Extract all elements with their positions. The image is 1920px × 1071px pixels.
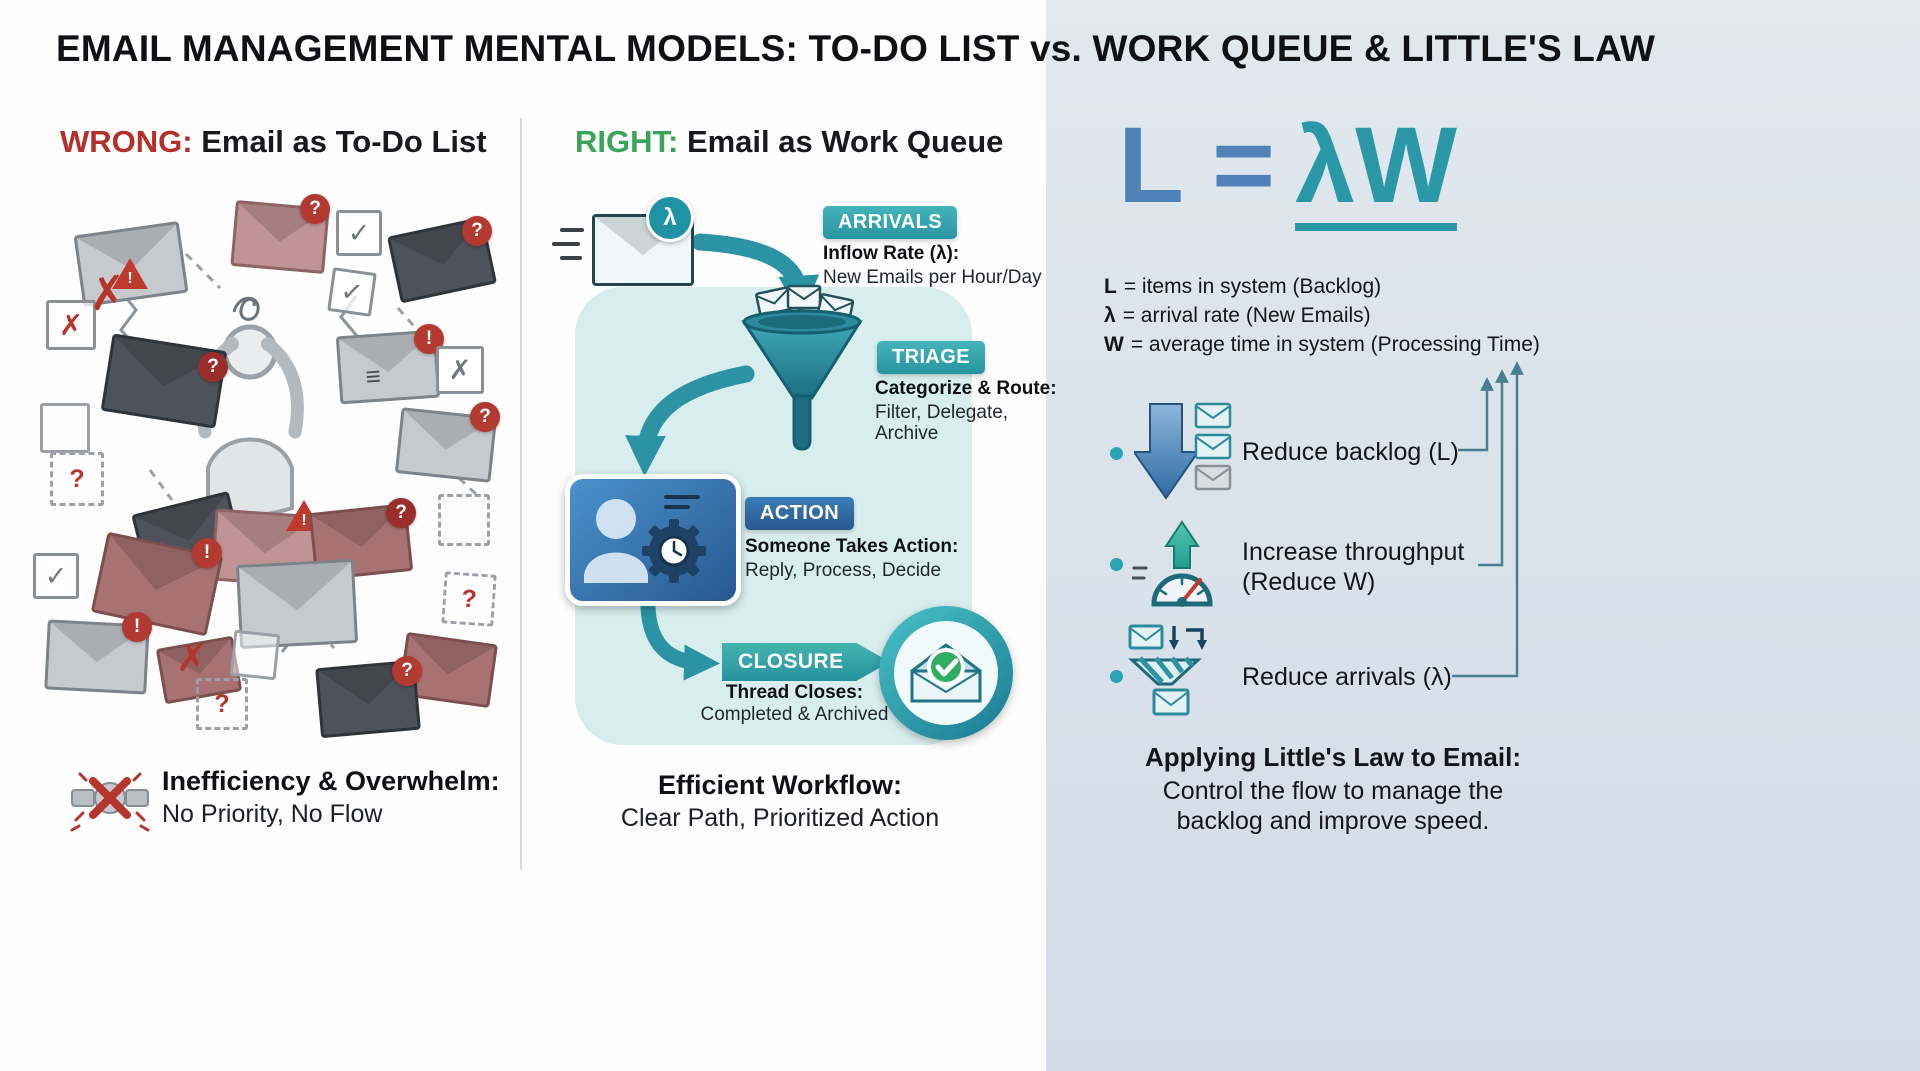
left-heading-highlight: WRONG: [60,124,193,159]
checkbox-checked-icon: ✓ [33,553,79,599]
message-lines-icon: ≡ [364,360,382,392]
reduce-backlog-icon [1134,402,1232,500]
gear-clock-icon [642,519,706,583]
motion-line-icon [552,242,580,246]
legend-row: L = items in system (Backlog) [1104,272,1540,301]
lambda-badge-icon: λ [646,194,694,242]
empty-checkbox-icon [229,629,281,681]
dashed-question-box-icon: ? [441,571,497,627]
legend-row: W = average time in system (Processing Ti… [1104,330,1540,359]
triage-text: Categorize & Route: Filter, Delegate, Ar… [875,378,1057,445]
middle-footer: Efficient Workflow: Clear Path, Prioriti… [565,770,995,833]
dashed-question-box-icon: ? [196,678,248,730]
checkbox-checked-icon: ✓ [336,210,382,256]
legend-symbol: λ [1104,304,1116,327]
motion-line-icon [560,228,584,232]
question-badge-icon: ? [462,216,492,246]
middle-heading-rest: Email as Work Queue [678,124,1004,159]
formula-left: L = [1118,104,1276,225]
open-envelope-check-icon [910,643,982,703]
question-badge-icon: ? [300,194,330,224]
triage-badge: TRIAGE [877,341,985,374]
littles-law-formula: L =λW [1118,108,1458,232]
left-footer-title: Inefficiency & Overwhelm: [162,766,500,796]
arrivals-detail: New Emails per Hour/Day [823,266,1042,288]
formula-legend: L = items in system (Backlog) λ = arrival … [1104,272,1540,359]
middle-heading-highlight: RIGHT: [575,124,679,159]
completed-email-icon [879,606,1013,740]
action-bold: Someone Takes Action: [745,536,959,557]
action-detail: Reply, Process, Decide [745,559,942,581]
triage-detail: Filter, Delegate, Archive [875,401,1009,445]
action-box-art [584,495,706,583]
action-text: Someone Takes Action: Reply, Process, De… [745,536,958,581]
action-badge: ACTION [745,497,855,530]
reduce-arrivals-icon [1128,624,1207,716]
middle-footer-title: Efficient Workflow: [657,770,902,800]
no-flow-icon [70,772,150,832]
question-badge-icon: ? [470,402,500,432]
legend-row: λ = arrival rate (New Emails) [1104,301,1540,330]
empty-checkbox-icon [40,403,90,453]
motion-line-icon [560,256,582,260]
arrivals-text: Inflow Rate (λ): New Emails per Hour/Day [823,243,1042,288]
exclaim-badge-icon: ! [192,538,222,568]
dashed-question-box-icon: ? [50,452,104,506]
cross-icon: ✗ [85,265,129,321]
legend-text: = arrival rate (New Emails) [1122,304,1371,327]
action-box [565,474,741,606]
legend-text: = items in system (Backlog) [1123,275,1382,298]
middle-heading: RIGHT: Email as Work Queue [575,124,1003,160]
triage-bold: Categorize & Route: [875,378,1057,399]
column-divider [520,118,522,870]
exclaim-badge-icon: ! [122,612,152,642]
left-heading-rest: Email as To-Do List [192,124,487,159]
legend-symbol: L [1104,275,1117,298]
dashed-empty-box-icon [438,494,490,546]
right-footer-text: Control the flow to manage the backlog a… [1162,777,1504,835]
middle-footer-subtitle: Clear Path, Prioritized Action [620,804,940,832]
arrivals-badge: ARRIVALS [823,206,957,239]
left-footer-subtitle: No Priority, No Flow [162,800,383,828]
left-heading: WRONG: Email as To-Do List [60,124,487,160]
right-footer-title: Applying Little's Law to Email: [1145,742,1521,772]
checkbox-checked-icon: ✓ [327,267,377,317]
question-badge-icon: ? [392,656,422,686]
lever-label-increase-throughput: Increase throughput (Reduce W) [1242,538,1465,596]
closure-detail: Completed & Archived [700,703,889,725]
legend-text: = average time in system (Processing Tim… [1130,333,1540,356]
question-badge-icon: ? [198,352,228,382]
lever-label-reduce-arrivals: Reduce arrivals (λ) [1242,663,1452,691]
arrivals-bold: Inflow Rate (λ): [823,243,960,264]
legend-symbol: W [1104,333,1124,356]
closure-bold: Thread Closes: [725,682,864,703]
bullet-dot [1110,447,1123,460]
cross-icon: ✗ [176,638,208,680]
increase-throughput-icon [1132,520,1213,607]
closure-badge: CLOSURE [722,643,890,681]
formula-right: λW [1295,108,1458,232]
checkbox-crossed-icon: ✗ [46,300,96,350]
question-badge-icon: ? [386,498,416,528]
bullet-dot [1110,558,1123,571]
closure-text: Thread Closes: Completed & Archived [692,682,897,725]
completed-email-inner [894,621,998,725]
lever-label-reduce-backlog: Reduce backlog (L) [1242,438,1459,466]
page-title: EMAIL MANAGEMENT MENTAL MODELS: TO-DO LI… [56,28,1656,69]
checkbox-crossed-icon: ✗ [436,346,484,394]
right-footer: Applying Little's Law to Email: Control … [1128,742,1538,836]
bullet-dot [1110,670,1123,683]
